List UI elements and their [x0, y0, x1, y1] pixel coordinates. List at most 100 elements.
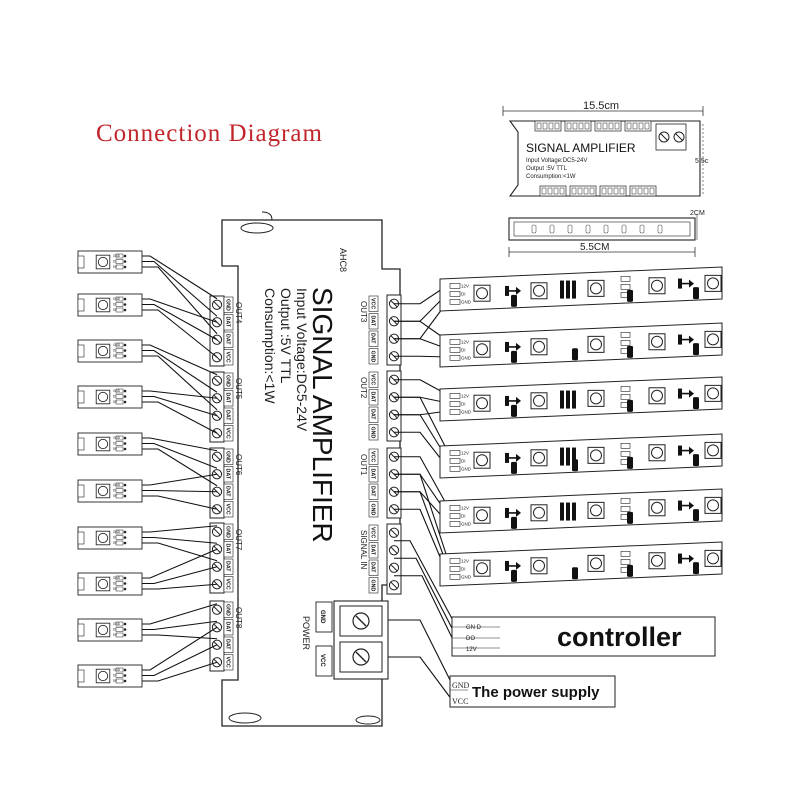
- port-label: SIGNAL IN: [359, 530, 368, 569]
- wire: [394, 431, 449, 469]
- small-device-name: SIGNAL AMPLIFIER: [526, 141, 636, 155]
- arrow-right-icon: [678, 278, 694, 289]
- strip-pin-label: GND: [113, 436, 121, 440]
- led-chip-icon: [648, 499, 666, 517]
- power-terminal: GND VCC POWER: [301, 600, 389, 680]
- side-dimension: 5.5c: [695, 158, 709, 165]
- strip-pin-label: 5V: [113, 400, 118, 404]
- terminal-screw-icon: [388, 545, 400, 556]
- strip-pin-label: DI: [113, 349, 116, 353]
- cut-mark-icon: [560, 502, 576, 521]
- led-chip-icon: [587, 279, 605, 297]
- led-chip-icon: [704, 274, 722, 292]
- wire: [394, 338, 449, 350]
- terminal-screw-icon: [388, 562, 400, 573]
- cut-mark-icon: [560, 390, 576, 409]
- small-spec-consumption: Consumption:<1W: [526, 174, 576, 180]
- strip-pin-label: 12V: [461, 505, 469, 510]
- controller-pin-gnd: GN D: [466, 625, 482, 631]
- strip-pin-label: GND: [113, 483, 121, 487]
- psu-pin-gnd: GND: [452, 681, 470, 690]
- led-chip-icon: [95, 343, 111, 359]
- pin-label: DAT: [225, 410, 231, 421]
- terminal-screw-icon: [388, 527, 400, 538]
- pin-label: GND: [370, 580, 376, 592]
- led-chip-icon: [473, 559, 491, 577]
- pin-label: DAT: [225, 486, 231, 497]
- small-spec-output: Output :5V TTL: [526, 166, 568, 172]
- strip-pin-label: 5V: [113, 265, 118, 269]
- cut-mark-icon: [560, 447, 576, 466]
- controller: GN D DO 12V controller: [451, 616, 716, 657]
- strip-pin-label: GND: [113, 389, 121, 393]
- side-slot: [531, 224, 537, 234]
- psu-pin-vcc: VCC: [452, 697, 468, 706]
- terminal-screw-icon: [211, 451, 223, 462]
- led-chip-icon: [704, 549, 722, 567]
- strip-pin-label: 12V: [461, 450, 469, 455]
- resistor-icon: [511, 516, 517, 529]
- led-chip-icon: [95, 622, 111, 638]
- terminal-screw-icon: [211, 375, 223, 386]
- strip-pin-label: GND: [461, 521, 472, 526]
- arrow-right-icon: [505, 395, 521, 406]
- port-label: OUT8: [234, 607, 243, 629]
- led-chip-icon: [473, 284, 491, 302]
- strip-pin-label: DI: [113, 536, 116, 540]
- small-bottom-terminal: [569, 185, 597, 197]
- strip-pin-label: DI: [461, 291, 466, 296]
- height-dimension: 2CM: [690, 210, 705, 217]
- small-top-terminal: [624, 120, 652, 132]
- resistor-icon: [693, 562, 699, 575]
- strip-pin-label: 5V: [113, 633, 118, 637]
- resistor-icon: [693, 343, 699, 356]
- resistor-icon: [511, 404, 517, 417]
- port-label: OUT1: [359, 454, 368, 476]
- side-slot: [657, 224, 663, 234]
- strip-pin-label: 12V: [461, 393, 469, 398]
- strip-pin-label: DI: [113, 395, 116, 399]
- side-slot: [603, 224, 609, 234]
- diagram-title: Connection Diagram: [96, 120, 323, 147]
- resistor-icon: [627, 345, 633, 358]
- pin-label: VCC: [225, 657, 231, 668]
- pin-label: DAT: [225, 639, 231, 650]
- arrow-right-icon: [505, 341, 521, 352]
- pin-label: DAT: [225, 317, 231, 328]
- product-drawing: 15.5cm SIGNAL AMPLIFIER Input Voltage:DC…: [502, 100, 709, 257]
- strip-pin-label: GND: [113, 530, 121, 534]
- strip-pin-label: 5V: [113, 354, 118, 358]
- strip-pin-label: GND: [113, 668, 121, 672]
- wire: [394, 491, 449, 569]
- pin-label: VCC: [370, 374, 376, 385]
- led-chip-icon: [704, 496, 722, 514]
- wire: [394, 557, 457, 637]
- pin-label: VCC: [225, 504, 231, 515]
- strip-pin-label: 12V: [461, 283, 469, 288]
- led-chip-icon: [587, 446, 605, 464]
- strip-pin-label: 5V: [113, 587, 118, 591]
- strip-pin-label: DI: [113, 442, 116, 446]
- strip-pin-label: GND: [461, 466, 472, 471]
- arrow-right-icon: [505, 560, 521, 571]
- resistor-icon: [693, 397, 699, 410]
- strip-pin-label: GND: [461, 299, 472, 304]
- pin-label: GND: [225, 375, 231, 387]
- resistor-icon: [572, 459, 578, 472]
- terminal-screw-icon: [211, 604, 223, 615]
- strip-pin-label: DI: [461, 401, 466, 406]
- width-dimension: 5.5CM: [580, 242, 609, 253]
- pin-label: GND: [370, 351, 376, 363]
- spec-input: Input Voltage:DC5-24V: [294, 288, 310, 432]
- led-chip-icon: [530, 449, 548, 467]
- pin-label: DAT: [370, 316, 376, 327]
- pin-label: DAT: [225, 393, 231, 404]
- strip-pin-label: 5V: [113, 447, 118, 451]
- side-slot: [639, 224, 645, 234]
